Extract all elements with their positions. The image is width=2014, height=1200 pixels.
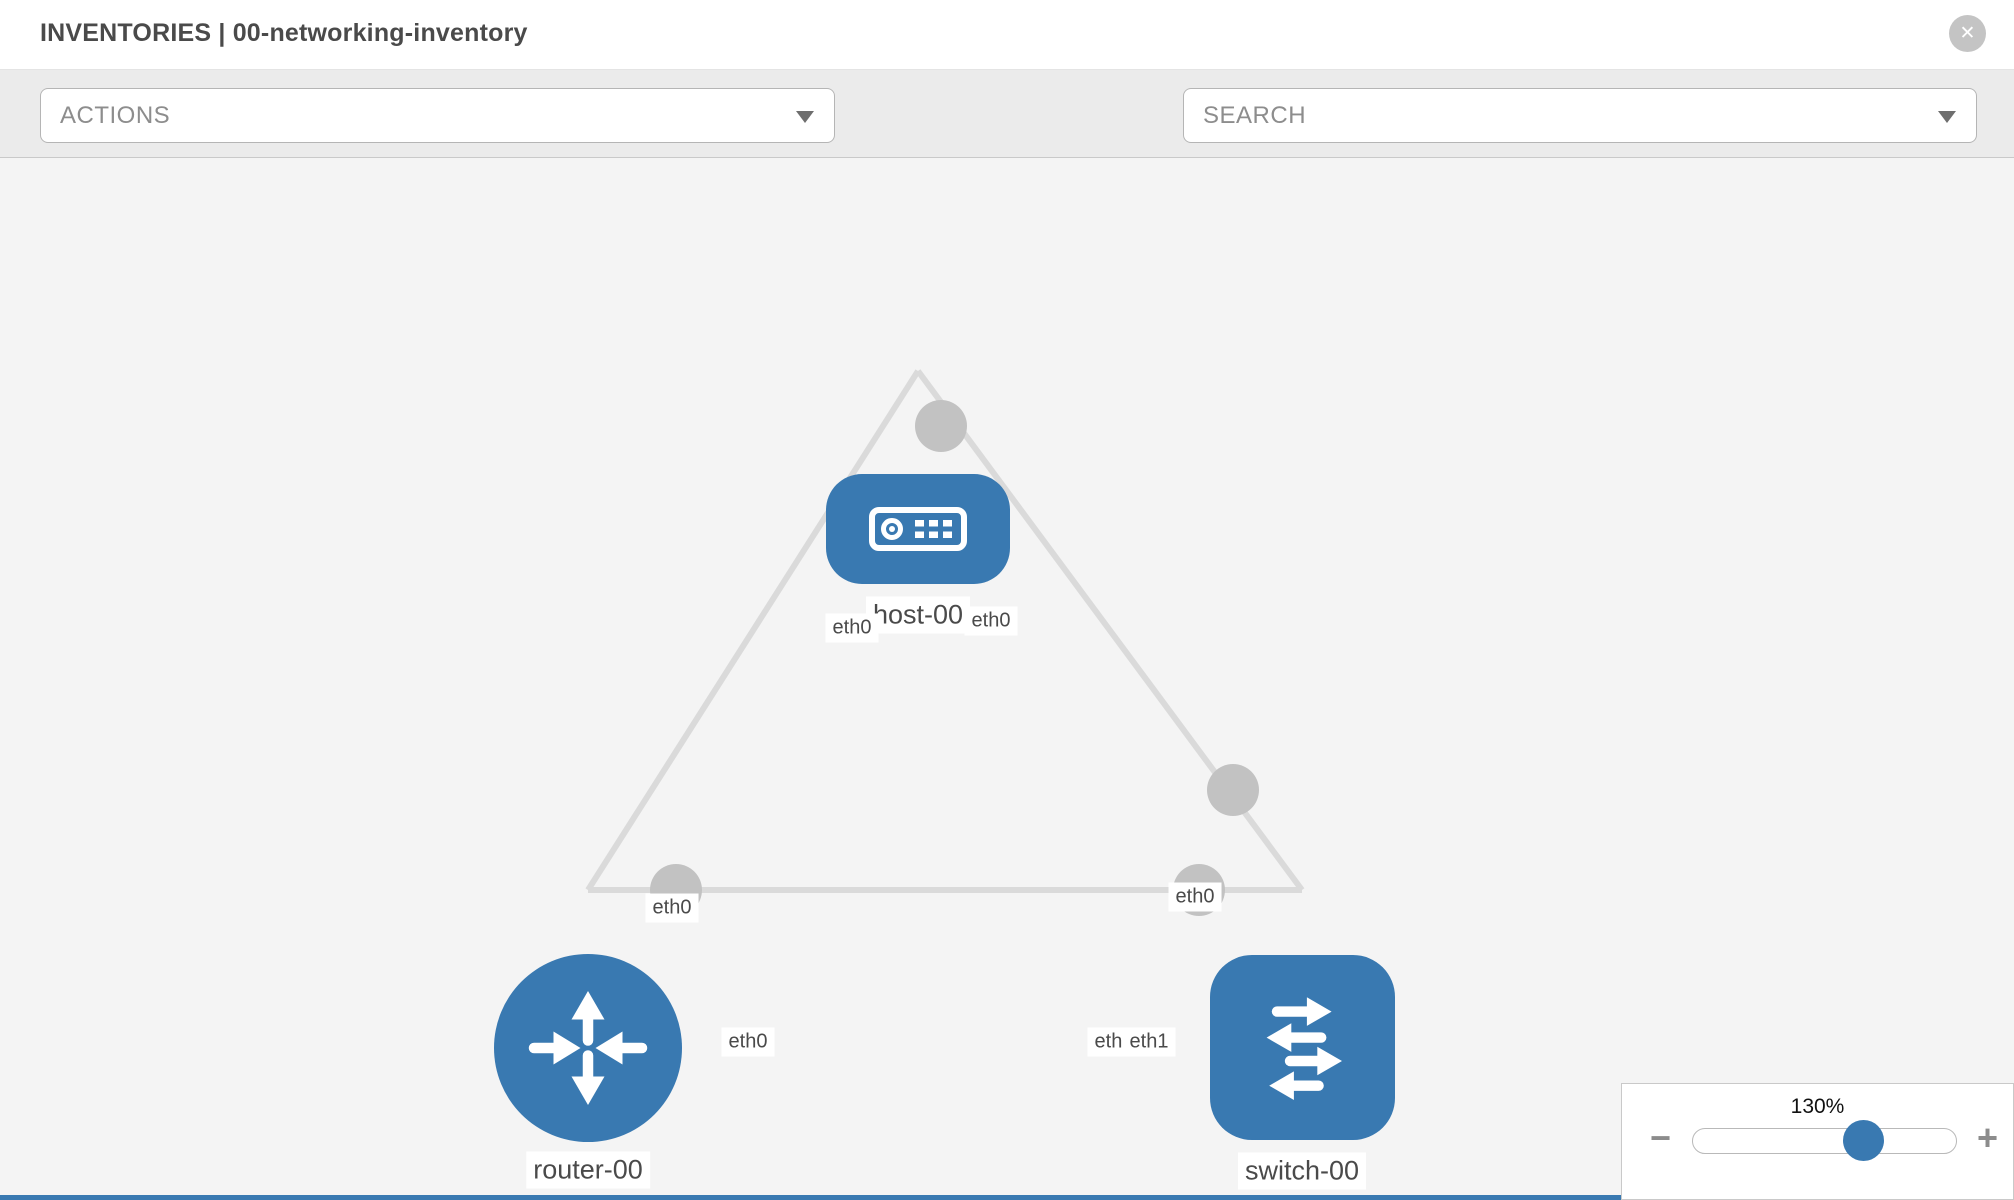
link-host-router (585, 369, 921, 892)
zoom-panel: 130% − + (1621, 1083, 2014, 1200)
interface-label: eth0 (721, 1027, 775, 1057)
page-title: INVENTORIES | 00-networking-inventory (40, 19, 528, 47)
actions-dropdown-label: ACTIONS (60, 101, 171, 129)
topology-stage (585, 369, 1305, 916)
zoom-out-button[interactable]: − (1650, 1120, 1671, 1156)
zoom-slider-track[interactable] (1692, 1128, 1957, 1154)
plus-icon: + (1977, 1117, 1999, 1158)
search-dropdown[interactable]: SEARCH (1183, 88, 1977, 143)
chevron-down-icon (796, 111, 814, 123)
search-dropdown-label: SEARCH (1203, 101, 1307, 129)
close-button[interactable]: ✕ (1949, 15, 1986, 52)
interface-label: eth0 (825, 613, 879, 643)
node-router-00[interactable] (494, 954, 682, 1142)
interface-dot (915, 400, 967, 452)
node-label-router-00: router-00 (526, 1151, 650, 1189)
switch-arrows-icon (1266, 996, 1342, 1100)
zoom-slider-thumb[interactable] (1843, 1120, 1884, 1161)
toolbar: ACTIONS SEARCH (0, 70, 2014, 202)
interface-label: eth0 (645, 893, 699, 923)
zoom-value: 130% (1790, 1095, 1845, 1118)
actions-dropdown[interactable]: ACTIONS (40, 88, 835, 143)
zoom-in-button[interactable]: + (1977, 1120, 1998, 1156)
interface-label: eth0 (964, 606, 1018, 636)
router-arrows-icon (528, 991, 648, 1105)
node-host-00[interactable] (826, 474, 1010, 584)
node-label-host-00: host-00 (865, 596, 971, 634)
interface-label: eth1 (1122, 1027, 1176, 1057)
host-icon (869, 507, 967, 551)
close-icon: ✕ (1959, 23, 1976, 44)
node-label-switch-00: switch-00 (1237, 1152, 1367, 1190)
header: INVENTORIES | 00-networking-inventory ✕ (0, 0, 2014, 70)
interface-dot (1207, 764, 1259, 816)
minus-icon: − (1650, 1117, 1672, 1158)
bottom-accent-bar (0, 1195, 1621, 1200)
chevron-down-icon (1938, 111, 1956, 123)
network-canvas[interactable]: host-00 router-00 switch-00 eth0 eth0 et… (0, 158, 2014, 1200)
interface-label: eth0 (1168, 882, 1222, 912)
node-switch-00[interactable] (1210, 955, 1395, 1140)
